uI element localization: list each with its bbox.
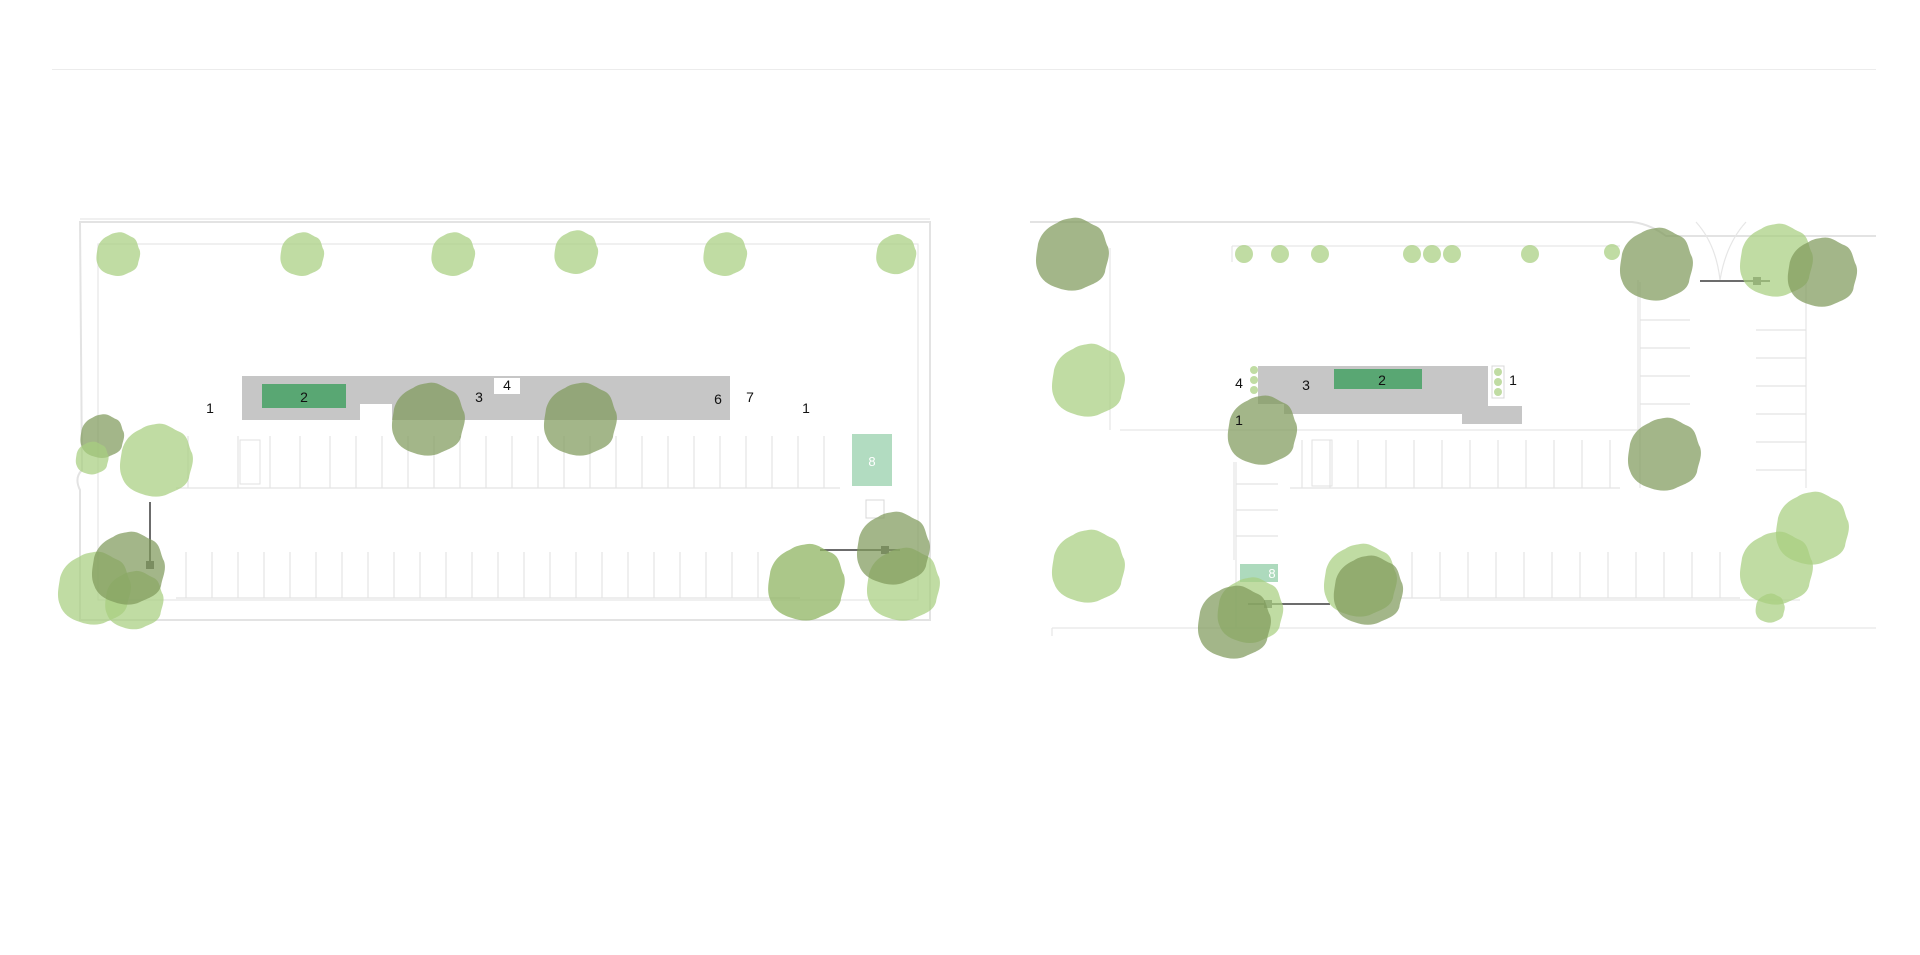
- label-1-left-a: 1: [206, 400, 214, 416]
- plan-left: 1 2 3 4 6 7 1 8: [57, 218, 940, 630]
- label-8-left: 8: [868, 454, 875, 469]
- canopy-trees-right: [1035, 217, 1858, 659]
- parking-upper-row-right: [1290, 439, 1620, 489]
- label-1-right-b: 1: [1235, 412, 1243, 428]
- entry-notch: [360, 404, 392, 422]
- building-notch: [494, 378, 520, 394]
- street-trees-left: [96, 230, 917, 276]
- label-3-left: 3: [475, 389, 483, 405]
- label-1-left-b: 1: [802, 400, 810, 416]
- label-6-left: 6: [714, 391, 722, 407]
- parking-lower-row-right: [1400, 552, 1740, 599]
- parking-lower-row-left: [176, 552, 800, 599]
- street-shrubs-right: [1235, 244, 1620, 263]
- label-8-right: 8: [1268, 566, 1275, 581]
- parking-upper-row-left: [176, 436, 840, 489]
- pad-8-left: [852, 434, 892, 486]
- plan-right: 1 2 3 4 1 8: [1030, 217, 1876, 659]
- label-7-left: 7: [746, 389, 754, 405]
- top-divider: [52, 69, 1876, 70]
- green-roof-left: [262, 384, 346, 408]
- drive-stalls-right-west: [1233, 462, 1278, 560]
- label-4-right: 4: [1235, 375, 1243, 391]
- site-boundary-right: [1030, 221, 1876, 237]
- building-right: [1258, 366, 1522, 424]
- label-2-right: 2: [1378, 372, 1386, 388]
- label-3-right: 3: [1302, 377, 1310, 393]
- label-1-right-a: 1: [1509, 372, 1517, 388]
- label-4-left: 4: [503, 377, 511, 393]
- label-2-left: 2: [300, 389, 308, 405]
- hatched-access-aisle: [239, 439, 261, 485]
- green-roof-right: [1334, 369, 1422, 389]
- pad-8-right: [1240, 564, 1278, 582]
- inner-curb-left: [97, 243, 919, 601]
